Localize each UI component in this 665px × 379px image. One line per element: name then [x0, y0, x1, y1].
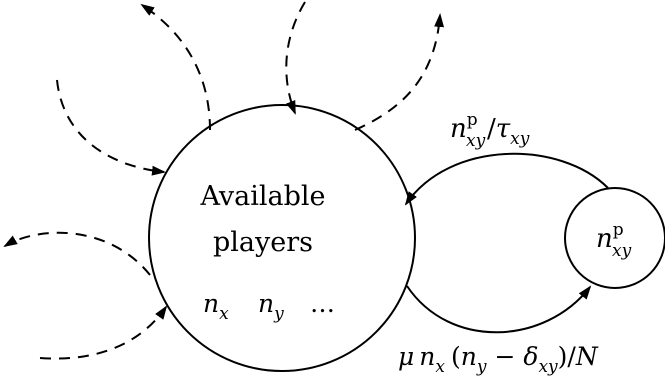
dashed-outflow-top-right: [354, 13, 445, 131]
dashed-inflow-top: [285, 1, 306, 115]
pairing-arrow: [406, 285, 592, 334]
pair-node: [564, 187, 665, 289]
available-players-node: [148, 104, 416, 372]
nx-variable: nx: [203, 289, 229, 324]
dashed-inflow-left-upper: [56, 79, 166, 176]
ny-variable: ny: [258, 289, 284, 324]
dashed-inflow-bottom-left: [39, 305, 168, 360]
ellipsis: …: [310, 289, 335, 318]
players-label: players: [213, 227, 313, 258]
dashed-outflow-top-left: [140, 3, 211, 131]
available-label: Available: [199, 181, 325, 212]
dissolve-arrow: [404, 152, 609, 206]
dashed-outflow-left-lower: [3, 231, 151, 276]
